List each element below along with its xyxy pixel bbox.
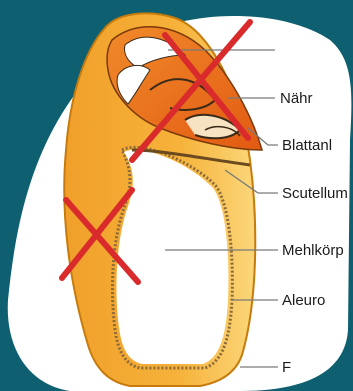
- label-aleuron: Aleuro: [282, 293, 325, 308]
- label-blattanlage: Blattanl: [282, 138, 332, 153]
- label-mehlkoerper: Mehlkörp: [282, 243, 344, 258]
- label-scutellum: Scutellum: [282, 186, 348, 201]
- label-fruchtschale: F: [282, 360, 291, 375]
- label-naehr: Nähr: [280, 91, 313, 106]
